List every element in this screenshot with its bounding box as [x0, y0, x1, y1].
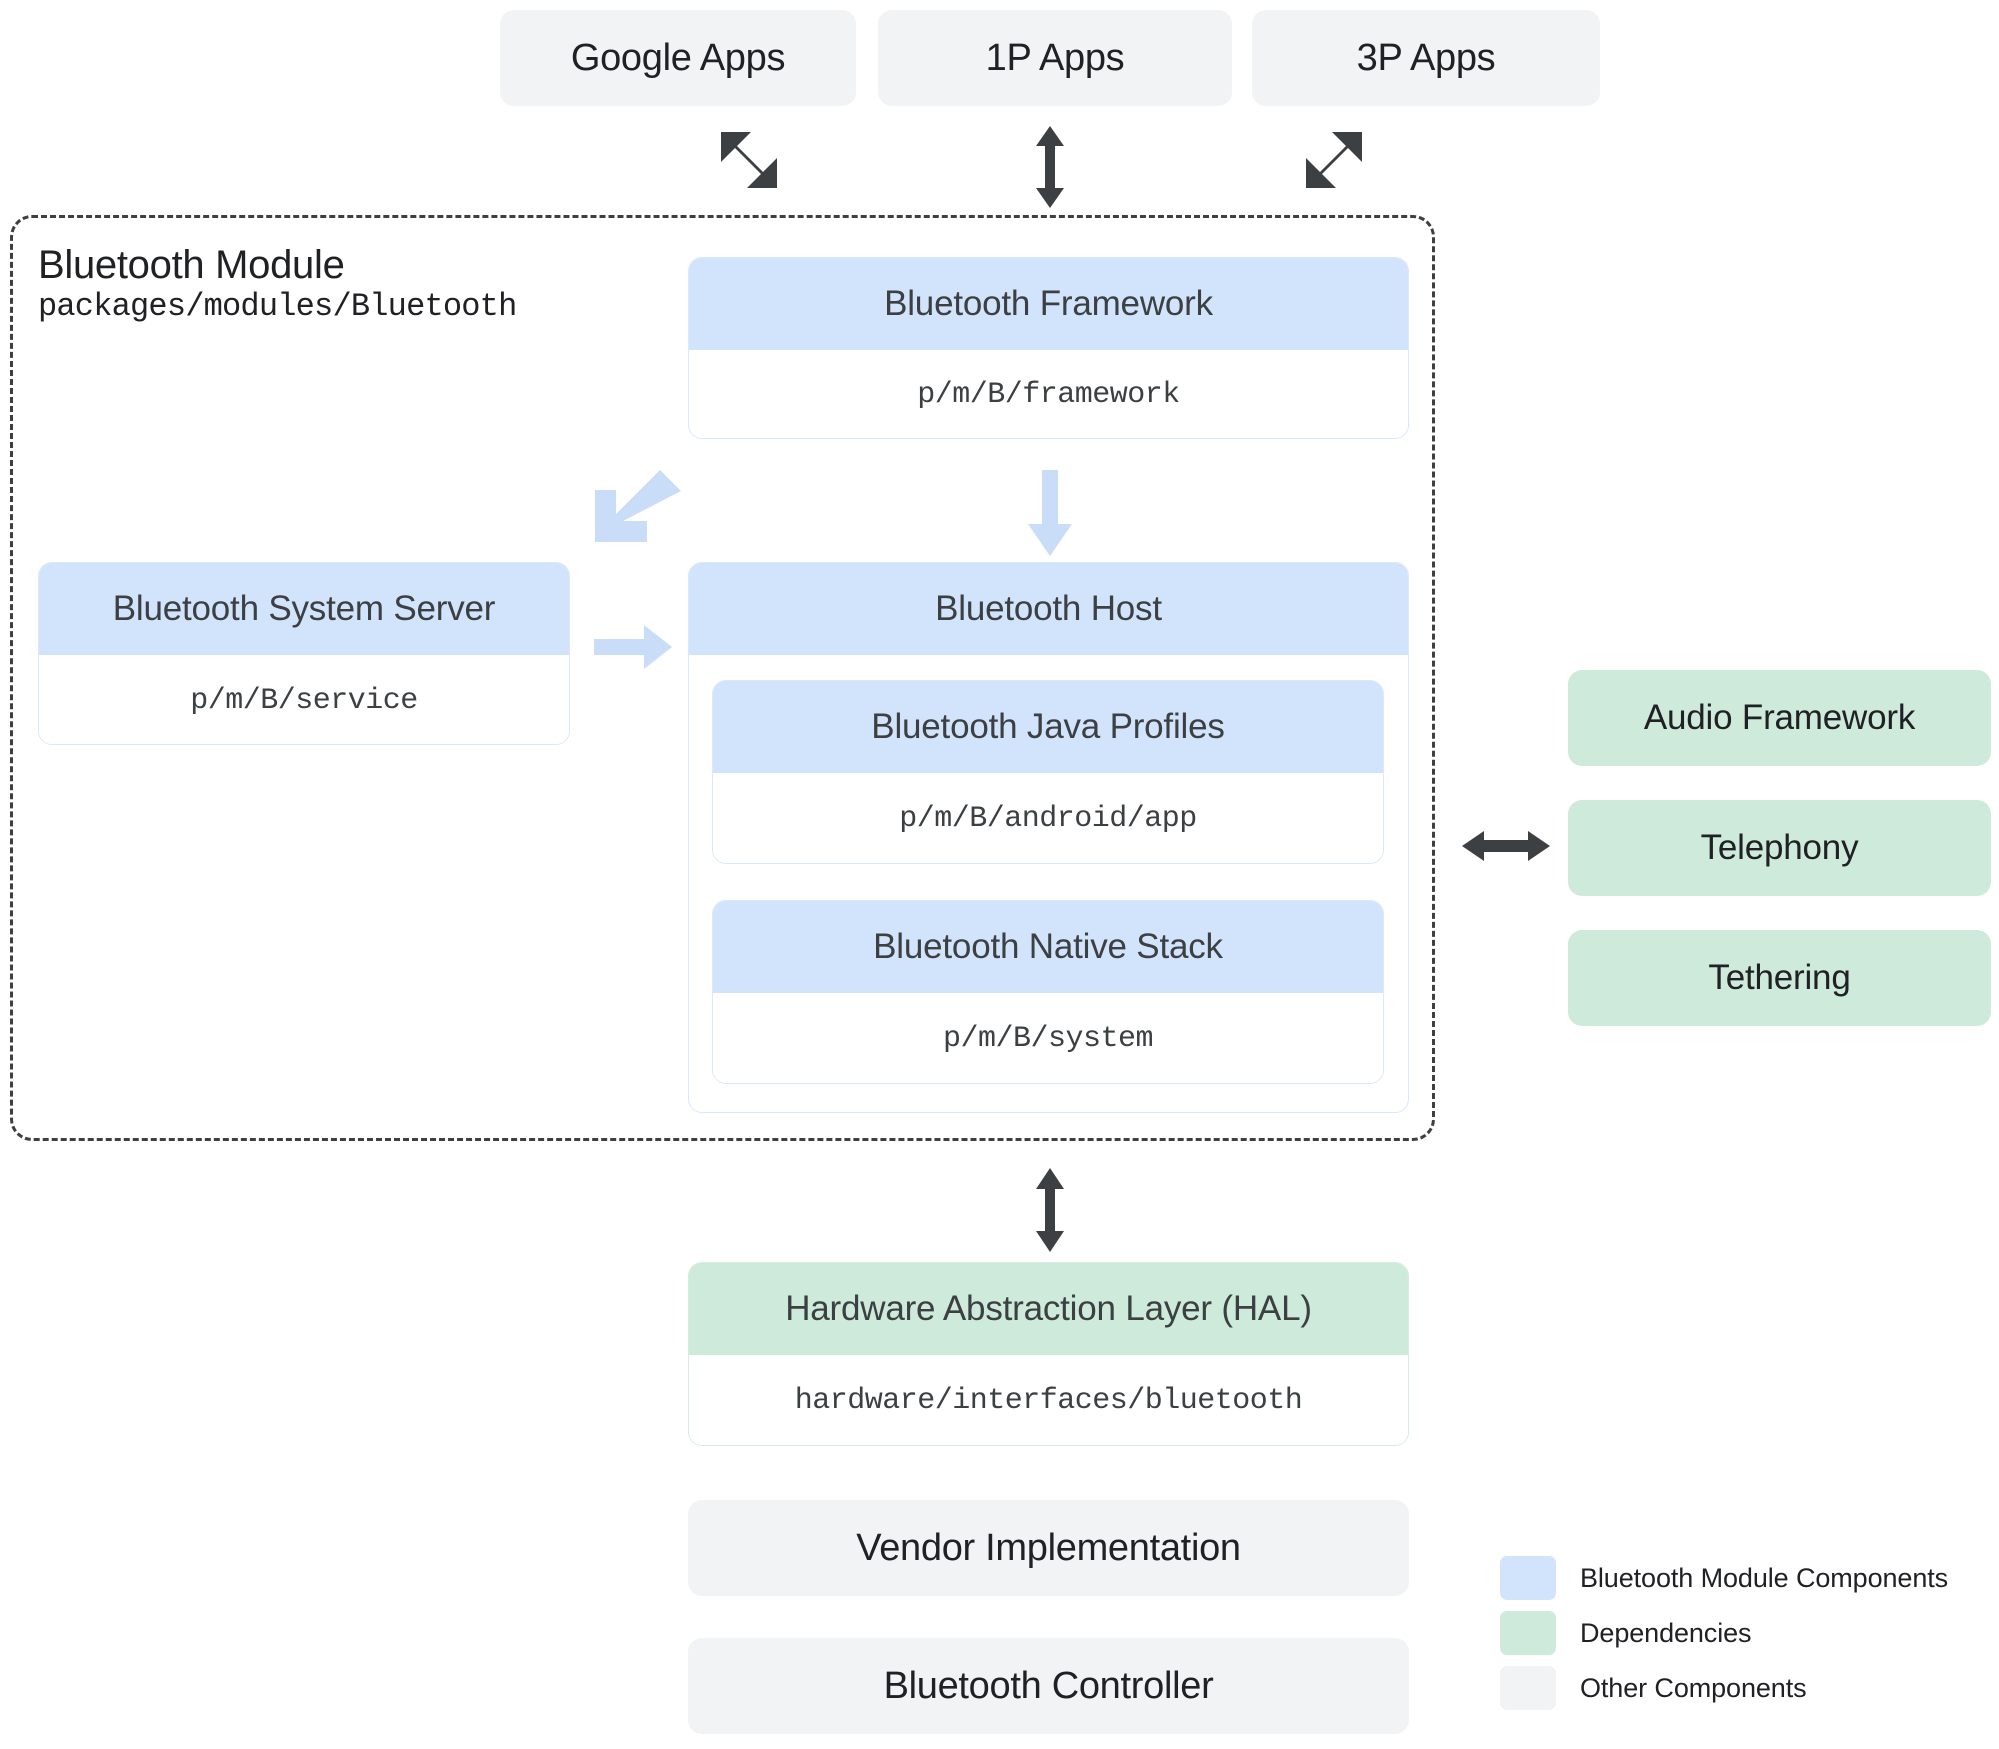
dependency-box-tethering[interactable]: Tethering [1568, 930, 1991, 1026]
dependency-box-audio-framework[interactable]: Audio Framework [1568, 670, 1991, 766]
arrow-framework-to-host [1028, 470, 1072, 556]
arrow-1p-apps-to-module [1030, 126, 1070, 208]
arrow-system-server-to-host [594, 625, 672, 669]
legend-swatch-green [1500, 1611, 1556, 1655]
module-label: Bluetooth Module packages/modules/Blueto… [38, 243, 658, 325]
app-box-label: Google Apps [570, 36, 786, 79]
component-hardware-abstraction-layer[interactable]: Hardware Abstraction Layer (HAL) hardwar… [688, 1262, 1409, 1446]
component-bluetooth-system-server[interactable]: Bluetooth System Server p/m/B/service [38, 562, 570, 745]
app-box-3p-apps[interactable]: 3P Apps [1252, 10, 1600, 106]
component-path: hardware/interfaces/bluetooth [794, 1384, 1303, 1418]
component-title: Hardware Abstraction Layer (HAL) [785, 1289, 1312, 1328]
legend-swatch-blue [1500, 1556, 1556, 1600]
component-path: p/m/B/android/app [899, 802, 1197, 836]
app-box-google-apps[interactable]: Google Apps [500, 10, 856, 106]
component-path: p/m/B/service [190, 683, 418, 718]
box-bluetooth-controller[interactable]: Bluetooth Controller [688, 1638, 1409, 1734]
app-box-label: 1P Apps [985, 36, 1125, 79]
dependency-label: Telephony [1700, 828, 1859, 867]
component-title: Bluetooth Java Profiles [871, 707, 1225, 746]
box-label: Vendor Implementation [856, 1526, 1241, 1569]
legend: Bluetooth Module Components Dependencies… [1500, 1556, 1970, 1710]
legend-item-other-components: Other Components [1500, 1666, 1970, 1710]
module-path: packages/modules/Bluetooth [38, 288, 517, 325]
legend-label: Bluetooth Module Components [1580, 1562, 1949, 1593]
component-bluetooth-java-profiles[interactable]: Bluetooth Java Profiles p/m/B/android/ap… [712, 680, 1384, 864]
module-title: Bluetooth Module [38, 243, 345, 287]
box-vendor-implementation[interactable]: Vendor Implementation [688, 1500, 1409, 1596]
app-box-label: 3P Apps [1356, 36, 1496, 79]
box-label: Bluetooth Controller [883, 1664, 1214, 1707]
component-path: p/m/B/framework [917, 378, 1180, 412]
arrow-module-to-hal [1030, 1168, 1070, 1252]
bluetooth-module-container [10, 215, 1435, 1141]
legend-swatch-grey [1500, 1666, 1556, 1710]
legend-label: Other Components [1580, 1672, 1807, 1703]
component-title: Bluetooth Framework [884, 284, 1213, 323]
dependency-box-telephony[interactable]: Telephony [1568, 800, 1991, 896]
legend-label: Dependencies [1580, 1617, 1752, 1648]
legend-item-dependencies: Dependencies [1500, 1611, 1970, 1655]
component-title: Bluetooth Host [935, 589, 1162, 628]
component-title: Bluetooth Native Stack [873, 927, 1223, 966]
arrow-3p-apps-to-module [1300, 128, 1390, 208]
arrow-google-apps-to-module [715, 128, 805, 208]
app-box-1p-apps[interactable]: 1P Apps [878, 10, 1232, 106]
legend-item-module-components: Bluetooth Module Components [1500, 1556, 1970, 1600]
arrow-host-to-dependencies [1462, 825, 1550, 867]
component-bluetooth-framework[interactable]: Bluetooth Framework p/m/B/framework [688, 257, 1409, 439]
dependency-label: Audio Framework [1643, 698, 1916, 737]
dependency-label: Tethering [1708, 958, 1851, 997]
component-bluetooth-native-stack[interactable]: Bluetooth Native Stack p/m/B/system [712, 900, 1384, 1084]
component-title: Bluetooth System Server [112, 589, 496, 628]
component-path: p/m/B/system [942, 1022, 1154, 1056]
arrow-framework-to-system-server [595, 470, 681, 556]
